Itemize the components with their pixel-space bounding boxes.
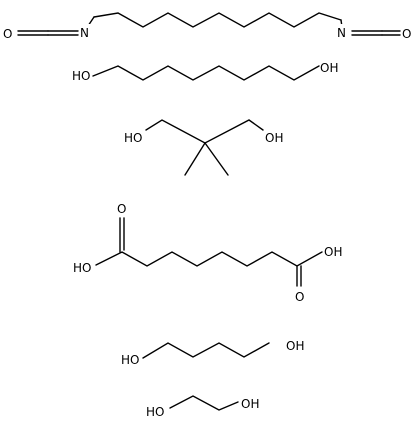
- bond-npg-methyl-2: [204, 142, 229, 176]
- atom-hydroxyl: OH: [241, 397, 259, 411]
- atom-o: O: [402, 27, 411, 41]
- molecule-butanediol: HO OH: [121, 339, 304, 367]
- atom-hydroxyl: HO: [124, 131, 142, 145]
- atom-hydroxyl: HO: [73, 261, 91, 275]
- molecule-hexanediol: HO OH: [72, 61, 338, 83]
- atom-hydroxyl: HO: [72, 69, 90, 83]
- bond-hdi-chain: [93, 12, 342, 28]
- atom-hydroxyl: OH: [286, 339, 304, 353]
- bond-npg-methyl-1: [184, 142, 206, 176]
- bond-ethylene-glycol-chain: [169, 395, 239, 411]
- atom-n: N: [337, 26, 346, 40]
- bond-npg-backbone: [145, 119, 264, 144]
- atom-hydroxyl: OH: [265, 131, 283, 145]
- molecule-adipic-acid: O HO OH O: [73, 202, 342, 304]
- atom-o: O: [3, 27, 12, 41]
- atom-o: O: [117, 202, 126, 216]
- atom-n: N: [80, 26, 89, 40]
- bond-hexanediol-chain: [92, 65, 320, 81]
- atom-hydroxyl: OH: [324, 245, 342, 259]
- bond-adipic-chain: [95, 251, 323, 267]
- atom-hydroxyl: HO: [121, 353, 139, 367]
- atom-hydroxyl: OH: [320, 61, 338, 75]
- atom-o: O: [295, 290, 304, 304]
- molecule-ethylene-glycol: HO OH: [146, 395, 259, 419]
- bond-butanediol-chain: [142, 342, 270, 359]
- molecule-neopentyl-glycol: HO OH: [124, 119, 283, 176]
- atom-hydroxyl: HO: [146, 405, 164, 419]
- molecule-hdi: O N N O: [3, 12, 414, 41]
